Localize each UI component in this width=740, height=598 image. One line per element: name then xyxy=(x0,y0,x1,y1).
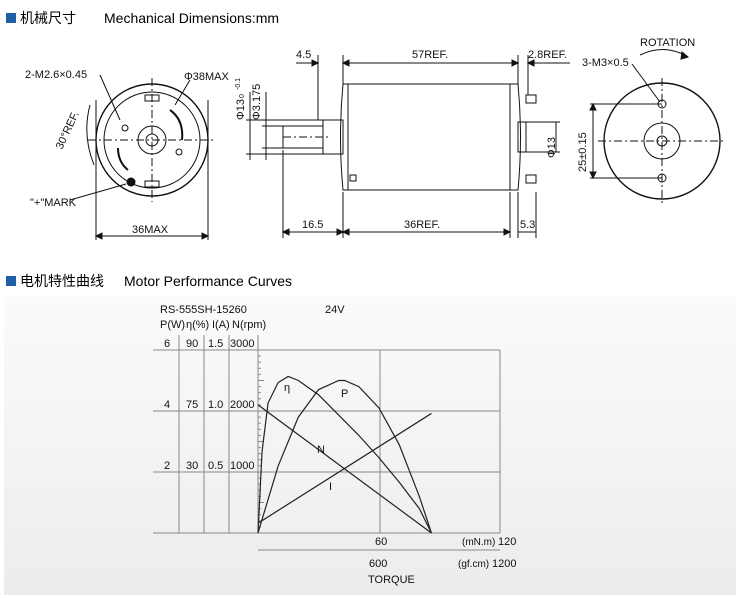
side-shaft-dia: Φ3.175 xyxy=(251,84,263,120)
performance-title-en: Motor Performance Curves xyxy=(124,273,293,289)
side-boss-tol-top: 0 xyxy=(239,94,246,98)
side-d-body: 57REF. xyxy=(412,49,448,61)
side-d-right: 2.8REF. xyxy=(528,49,567,61)
front-plus-mark: "+"MARK xyxy=(30,197,77,209)
front-width: 36MAX xyxy=(132,224,169,236)
front-outer-dia: Φ38MAX xyxy=(184,71,230,83)
front-angle: 30°REF. xyxy=(54,110,82,152)
mechanical-drawing: 2-M2.6×0.45 Φ38MAX 30°REF. "+"MARK 36MAX xyxy=(25,37,726,240)
back-view xyxy=(589,49,726,205)
back-pitch: 25±0.15 xyxy=(577,132,589,172)
performance-title-cn: 电机特性曲线 xyxy=(20,273,104,289)
mechanical-title-en: Mechanical Dimensions:mm xyxy=(104,10,280,26)
back-rotation: ROTATION xyxy=(640,37,695,49)
front-view xyxy=(69,74,216,240)
section-marker-icon xyxy=(6,13,16,23)
side-d-term: 5.3 xyxy=(520,219,535,231)
back-screw-holes: 3-M3×0.5 xyxy=(582,57,629,69)
front-screw-holes: 2-M2.6×0.45 xyxy=(25,69,87,81)
side-boss-dia: Φ13 xyxy=(235,99,247,120)
mechanical-header: 机械尺寸 Mechanical Dimensions:mm xyxy=(6,8,279,28)
side-d-inner: 36REF. xyxy=(404,219,440,231)
performance-header: 电机特性曲线 Motor Performance Curves xyxy=(6,271,292,291)
side-d-left: 4.5 xyxy=(296,49,311,61)
side-boss-dia-r: Φ13 xyxy=(546,137,558,158)
mechanical-title-cn: 机械尺寸 xyxy=(20,10,76,26)
chart-panel xyxy=(4,295,736,595)
side-d-shaft-len: 16.5 xyxy=(302,219,323,231)
section-marker-icon xyxy=(6,276,16,286)
side-view xyxy=(246,55,570,238)
side-boss-tol-bot: -0.1 xyxy=(235,78,242,90)
